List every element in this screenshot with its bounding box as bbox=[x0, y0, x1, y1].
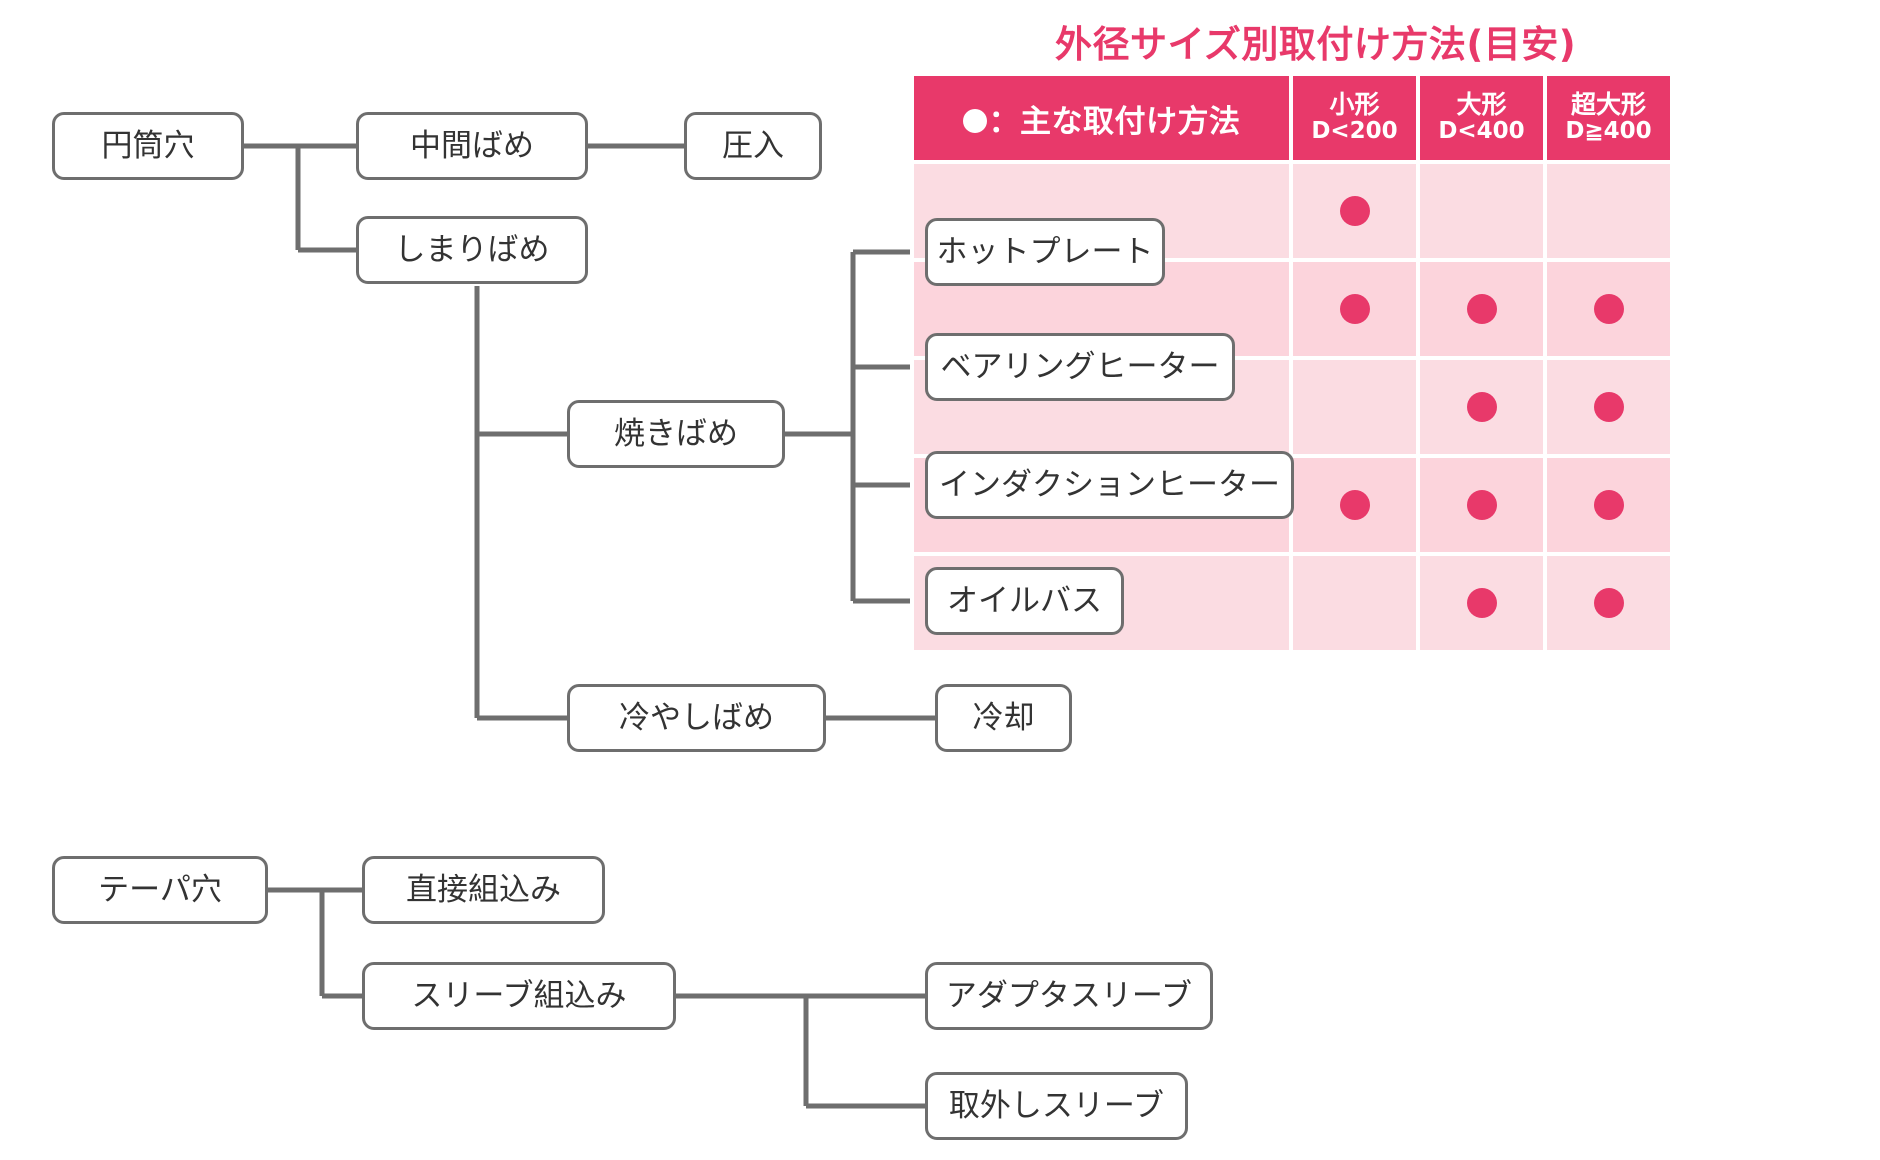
mark-cell-extra-large bbox=[1547, 360, 1670, 454]
node-transition-fit[interactable]: 中間ばめ bbox=[356, 112, 588, 180]
empty-mark bbox=[1340, 588, 1370, 618]
node-withdrawal-sleeve[interactable]: 取外しスリーブ bbox=[925, 1072, 1188, 1140]
node-induction-heater[interactable]: インダクションヒーター bbox=[925, 451, 1294, 519]
empty-mark bbox=[1467, 196, 1497, 226]
node-bearing-heater[interactable]: ベアリングヒーター bbox=[925, 333, 1235, 401]
column-header-large-range: D<400 bbox=[1438, 118, 1525, 145]
node-cold-fit[interactable]: 冷やしばめ bbox=[567, 684, 826, 752]
node-cylindrical-bore[interactable]: 円筒穴 bbox=[52, 112, 244, 180]
filled-circle-icon bbox=[1593, 490, 1624, 520]
empty-mark bbox=[1594, 196, 1624, 226]
mark-cell-small bbox=[1293, 262, 1416, 356]
node-taper-bore[interactable]: テーパ穴 bbox=[52, 856, 268, 924]
table-header-row: ：主な取付け方法 小形 D<200 大形 D<400 超大形 D≧400 bbox=[914, 76, 1670, 160]
filled-circle-icon bbox=[1593, 392, 1624, 422]
column-header-extra-large: 超大形 D≧400 bbox=[1547, 76, 1670, 160]
mark-cell-extra-large bbox=[1547, 262, 1670, 356]
filled-circle-icon bbox=[1466, 490, 1497, 520]
table-legend-header: ：主な取付け方法 bbox=[914, 76, 1289, 160]
node-cooling[interactable]: 冷却 bbox=[935, 684, 1072, 752]
chart-title: 外径サイズ別取付け方法(目安) bbox=[1055, 23, 1577, 66]
column-header-extra-large-name: 超大形 bbox=[1570, 90, 1646, 120]
mark-cell-large bbox=[1420, 458, 1543, 552]
mark-cell-large bbox=[1420, 360, 1543, 454]
mark-cell-large bbox=[1420, 556, 1543, 650]
mark-cell-extra-large bbox=[1547, 556, 1670, 650]
filled-circle-icon bbox=[1466, 294, 1497, 324]
node-shrink-fit[interactable]: 焼きばめ bbox=[567, 400, 785, 468]
filled-circle-icon bbox=[1339, 294, 1370, 324]
column-header-small-name: 小形 bbox=[1329, 90, 1380, 120]
column-header-large-name: 大形 bbox=[1456, 90, 1507, 120]
mark-cell-large bbox=[1420, 164, 1543, 258]
column-header-small-range: D<200 bbox=[1311, 118, 1398, 145]
mark-cell-small bbox=[1293, 164, 1416, 258]
column-header-large: 大形 D<400 bbox=[1420, 76, 1543, 160]
node-interference-fit[interactable]: しまりばめ bbox=[356, 216, 588, 284]
node-adapter-sleeve[interactable]: アダプタスリーブ bbox=[925, 962, 1213, 1030]
node-hot-plate[interactable]: ホットプレート bbox=[925, 218, 1165, 286]
filled-circle-icon bbox=[1593, 588, 1624, 618]
filled-circle-icon bbox=[962, 109, 987, 133]
filled-circle-icon bbox=[1339, 196, 1370, 226]
mark-cell-extra-large bbox=[1547, 458, 1670, 552]
filled-circle-icon bbox=[1466, 392, 1497, 422]
node-press-fit[interactable]: 圧入 bbox=[684, 112, 822, 180]
empty-mark bbox=[1340, 392, 1370, 422]
mark-cell-large bbox=[1420, 262, 1543, 356]
column-header-small: 小形 D<200 bbox=[1293, 76, 1416, 160]
column-header-extra-large-range: D≧400 bbox=[1565, 118, 1652, 145]
mark-cell-extra-large bbox=[1547, 164, 1670, 258]
filled-circle-icon bbox=[1593, 294, 1624, 324]
node-direct-mounting[interactable]: 直接組込み bbox=[362, 856, 605, 924]
filled-circle-icon bbox=[1466, 588, 1497, 618]
filled-circle-icon bbox=[1339, 490, 1370, 520]
node-oil-bath[interactable]: オイルバス bbox=[925, 567, 1124, 635]
table-legend-label: ：主な取付け方法 bbox=[988, 103, 1241, 140]
node-sleeve-mounting[interactable]: スリーブ組込み bbox=[362, 962, 676, 1030]
mark-cell-small bbox=[1293, 458, 1416, 552]
mark-cell-small bbox=[1293, 556, 1416, 650]
mark-cell-small bbox=[1293, 360, 1416, 454]
